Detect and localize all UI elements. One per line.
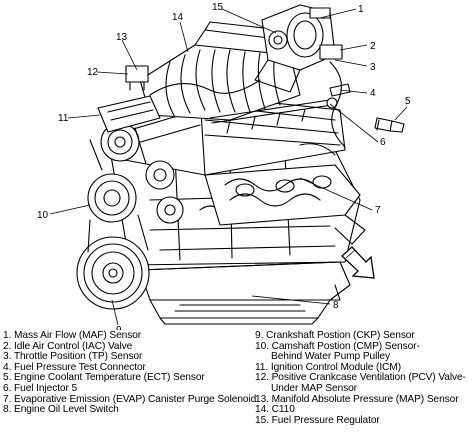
legend-item-2: 2. Idle Air Control (IAC) Valve — [3, 340, 133, 352]
callout-6: 6 — [380, 137, 386, 148]
ignition-module — [97, 95, 161, 133]
callout-1: 1 — [358, 4, 364, 15]
direction-arrow-icon — [341, 246, 375, 279]
throttle-body — [254, 4, 343, 93]
wiring — [149, 61, 346, 156]
legend-item-14: 14. C110 — [255, 404, 295, 416]
legend-item-1: 1. Mass Air Flow (MAF) Sensor — [3, 330, 142, 341]
callout-11: 11 — [58, 113, 69, 124]
ect-sensor-part — [374, 117, 405, 133]
callout-3: 3 — [370, 62, 376, 73]
fuel-rail — [209, 97, 338, 134]
legend-item-5: 5. Engine Coolant Temperature (ECT) Sens… — [3, 372, 205, 384]
legend-item-10: 10. Camshaft Postion (CMP) Sensor- — [255, 340, 420, 352]
callout-14: 14 — [172, 12, 184, 23]
callout-12: 12 — [87, 67, 99, 78]
legend: 1. Mass Air Flow (MAF) Sensor 2. Idle Ai… — [0, 330, 474, 439]
engine-diagram: 1 2 3 4 5 6 7 8 9 10 11 12 13 14 15 — [37, 2, 411, 330]
legend-item-11: 11. Ignition Control Module (ICM) — [255, 361, 401, 373]
legend-item-9: 9. Crankshaft Postion (CKP) Sensor — [255, 330, 415, 341]
oil-pan — [139, 261, 351, 325]
callout-4: 4 — [370, 88, 376, 99]
legend-item-8: 8. Engine Oil Level Switch — [3, 404, 119, 416]
callout-15: 15 — [212, 2, 224, 13]
callout-9: 9 — [116, 325, 122, 330]
pulleys — [76, 122, 184, 310]
legend-item-12-continued: Under MAP Sensor — [271, 382, 357, 394]
legend-item-3: 3. Throttle Position (TP) Sensor — [3, 351, 143, 363]
legend-item-13: 13. Manifold Absolute Pressure (MAP) Sen… — [255, 393, 459, 405]
leader-lines — [49, 8, 408, 326]
callout-8: 8 — [333, 300, 339, 311]
callout-10: 10 — [37, 210, 49, 221]
legend-item-12: 12. Positive Crankcase Ventilation (PCV)… — [255, 372, 466, 384]
legend-item-6: 6. Fuel Injector 5 — [3, 382, 78, 394]
legend-left-column: 1. Mass Air Flow (MAF) Sensor 2. Idle Ai… — [3, 330, 257, 416]
legend-item-7: 7. Evaporative Emission (EVAP) Canister … — [3, 393, 257, 405]
callout-5: 5 — [405, 96, 411, 107]
exhaust-manifold — [204, 164, 366, 245]
legend-item-4: 4. Fuel Pressure Test Connector — [3, 361, 146, 373]
callout-7: 7 — [375, 205, 381, 216]
legend-item-10-continued: Behind Water Pump Pulley — [271, 351, 390, 363]
legend-item-15: 15. Fuel Pressure Regulator — [255, 414, 380, 426]
callout-13: 13 — [116, 32, 128, 43]
callout-2: 2 — [370, 41, 376, 52]
legend-right-column: 9. Crankshaft Postion (CKP) Sensor 10. C… — [255, 330, 473, 426]
